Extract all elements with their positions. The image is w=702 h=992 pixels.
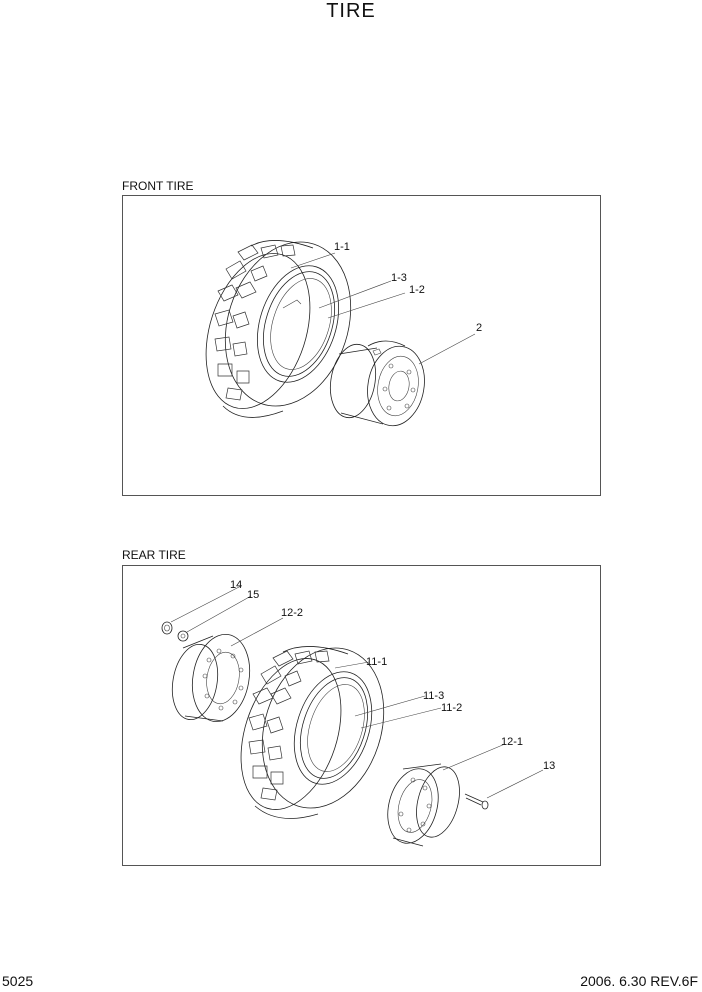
revision-date: 2006. 6.30 REV.6F bbox=[580, 973, 698, 989]
rear-bolt bbox=[464, 793, 489, 810]
rear-nut-washer bbox=[161, 621, 189, 642]
callout-12-2: 12-2 bbox=[281, 607, 303, 619]
front-tire-assembly bbox=[205, 240, 352, 418]
rear-wheel-half-inner bbox=[387, 763, 460, 847]
front-tire-label: FRONT TIRE bbox=[122, 179, 194, 193]
callout-12-1: 12-1 bbox=[501, 736, 523, 748]
callout-15: 15 bbox=[247, 589, 259, 601]
front-tire-diagram: 1-1 1-3 1-2 2 bbox=[122, 195, 601, 496]
front-tire-drawing: 1-1 1-3 1-2 2 bbox=[205, 240, 482, 427]
callout-2: 2 bbox=[476, 322, 482, 334]
front-wheel-rim bbox=[330, 340, 425, 427]
callout-11-1: 11-1 bbox=[366, 656, 387, 668]
callout-1-3: 1-3 bbox=[391, 272, 407, 284]
callout-1-1: 1-1 bbox=[334, 241, 350, 253]
page-number: 5025 bbox=[2, 973, 34, 989]
page-title: TIRE bbox=[326, 0, 376, 22]
rear-tire-drawing: 14 15 12-2 11-1 11-3 11-2 12-1 13 bbox=[161, 579, 555, 847]
callout-11-3: 11-3 bbox=[423, 690, 444, 702]
callout-1-2: 1-2 bbox=[409, 284, 425, 296]
rear-tire-label: REAR TIRE bbox=[122, 548, 186, 562]
rear-tire-assembly bbox=[240, 646, 385, 819]
callout-11-2: 11-2 bbox=[441, 702, 462, 714]
rear-tire-diagram: 14 15 12-2 11-1 11-3 11-2 12-1 13 bbox=[122, 565, 601, 866]
callout-13: 13 bbox=[543, 760, 555, 772]
rear-wheel-half-outer bbox=[171, 633, 251, 723]
callout-14: 14 bbox=[230, 579, 242, 591]
